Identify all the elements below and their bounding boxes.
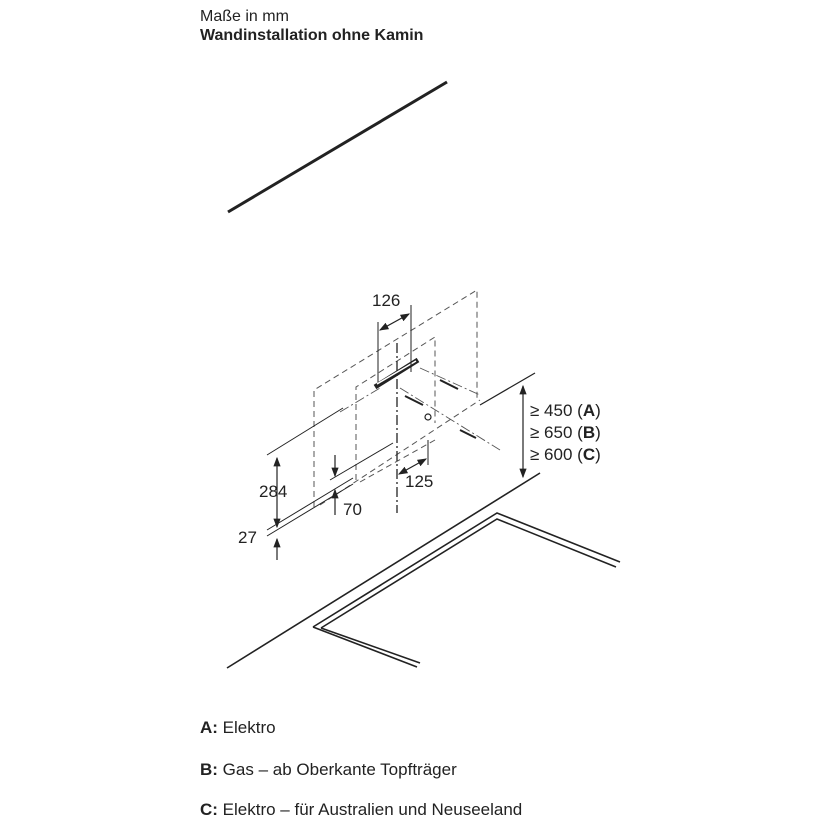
clearance-a: ≥ 450 (A)	[530, 401, 601, 420]
clearance-b: ≥ 650 (B)	[530, 423, 601, 442]
dim-70: 70	[343, 500, 362, 519]
clearance-c: ≥ 600 (C)	[530, 445, 601, 464]
dim-284: 284	[259, 482, 287, 501]
units-label: Maße in mm	[200, 8, 289, 25]
dim-125: 125	[405, 472, 433, 491]
axis-lines	[339, 367, 501, 451]
dim-27: 27	[238, 528, 257, 547]
screw-hole	[424, 413, 432, 421]
ceiling-line	[227, 80, 448, 214]
cooktop-outline	[312, 512, 621, 668]
screws	[404, 379, 477, 439]
page-title: Wandinstallation ohne Kamin	[200, 27, 424, 44]
legend-item-b: B: Gas – ab Oberkante Topfträger	[200, 760, 457, 779]
legend-item-a: A: Elektro	[200, 718, 276, 737]
wall-base-line	[226, 472, 541, 669]
wall-upper-line	[479, 372, 536, 406]
clearance-labels: ≥ 450 (A) ≥ 650 (B) ≥ 600 (C)	[530, 401, 601, 464]
dim-126: 126	[372, 291, 400, 310]
legend-item-c: C: Elektro – für Australien und Neuseela…	[200, 800, 523, 819]
